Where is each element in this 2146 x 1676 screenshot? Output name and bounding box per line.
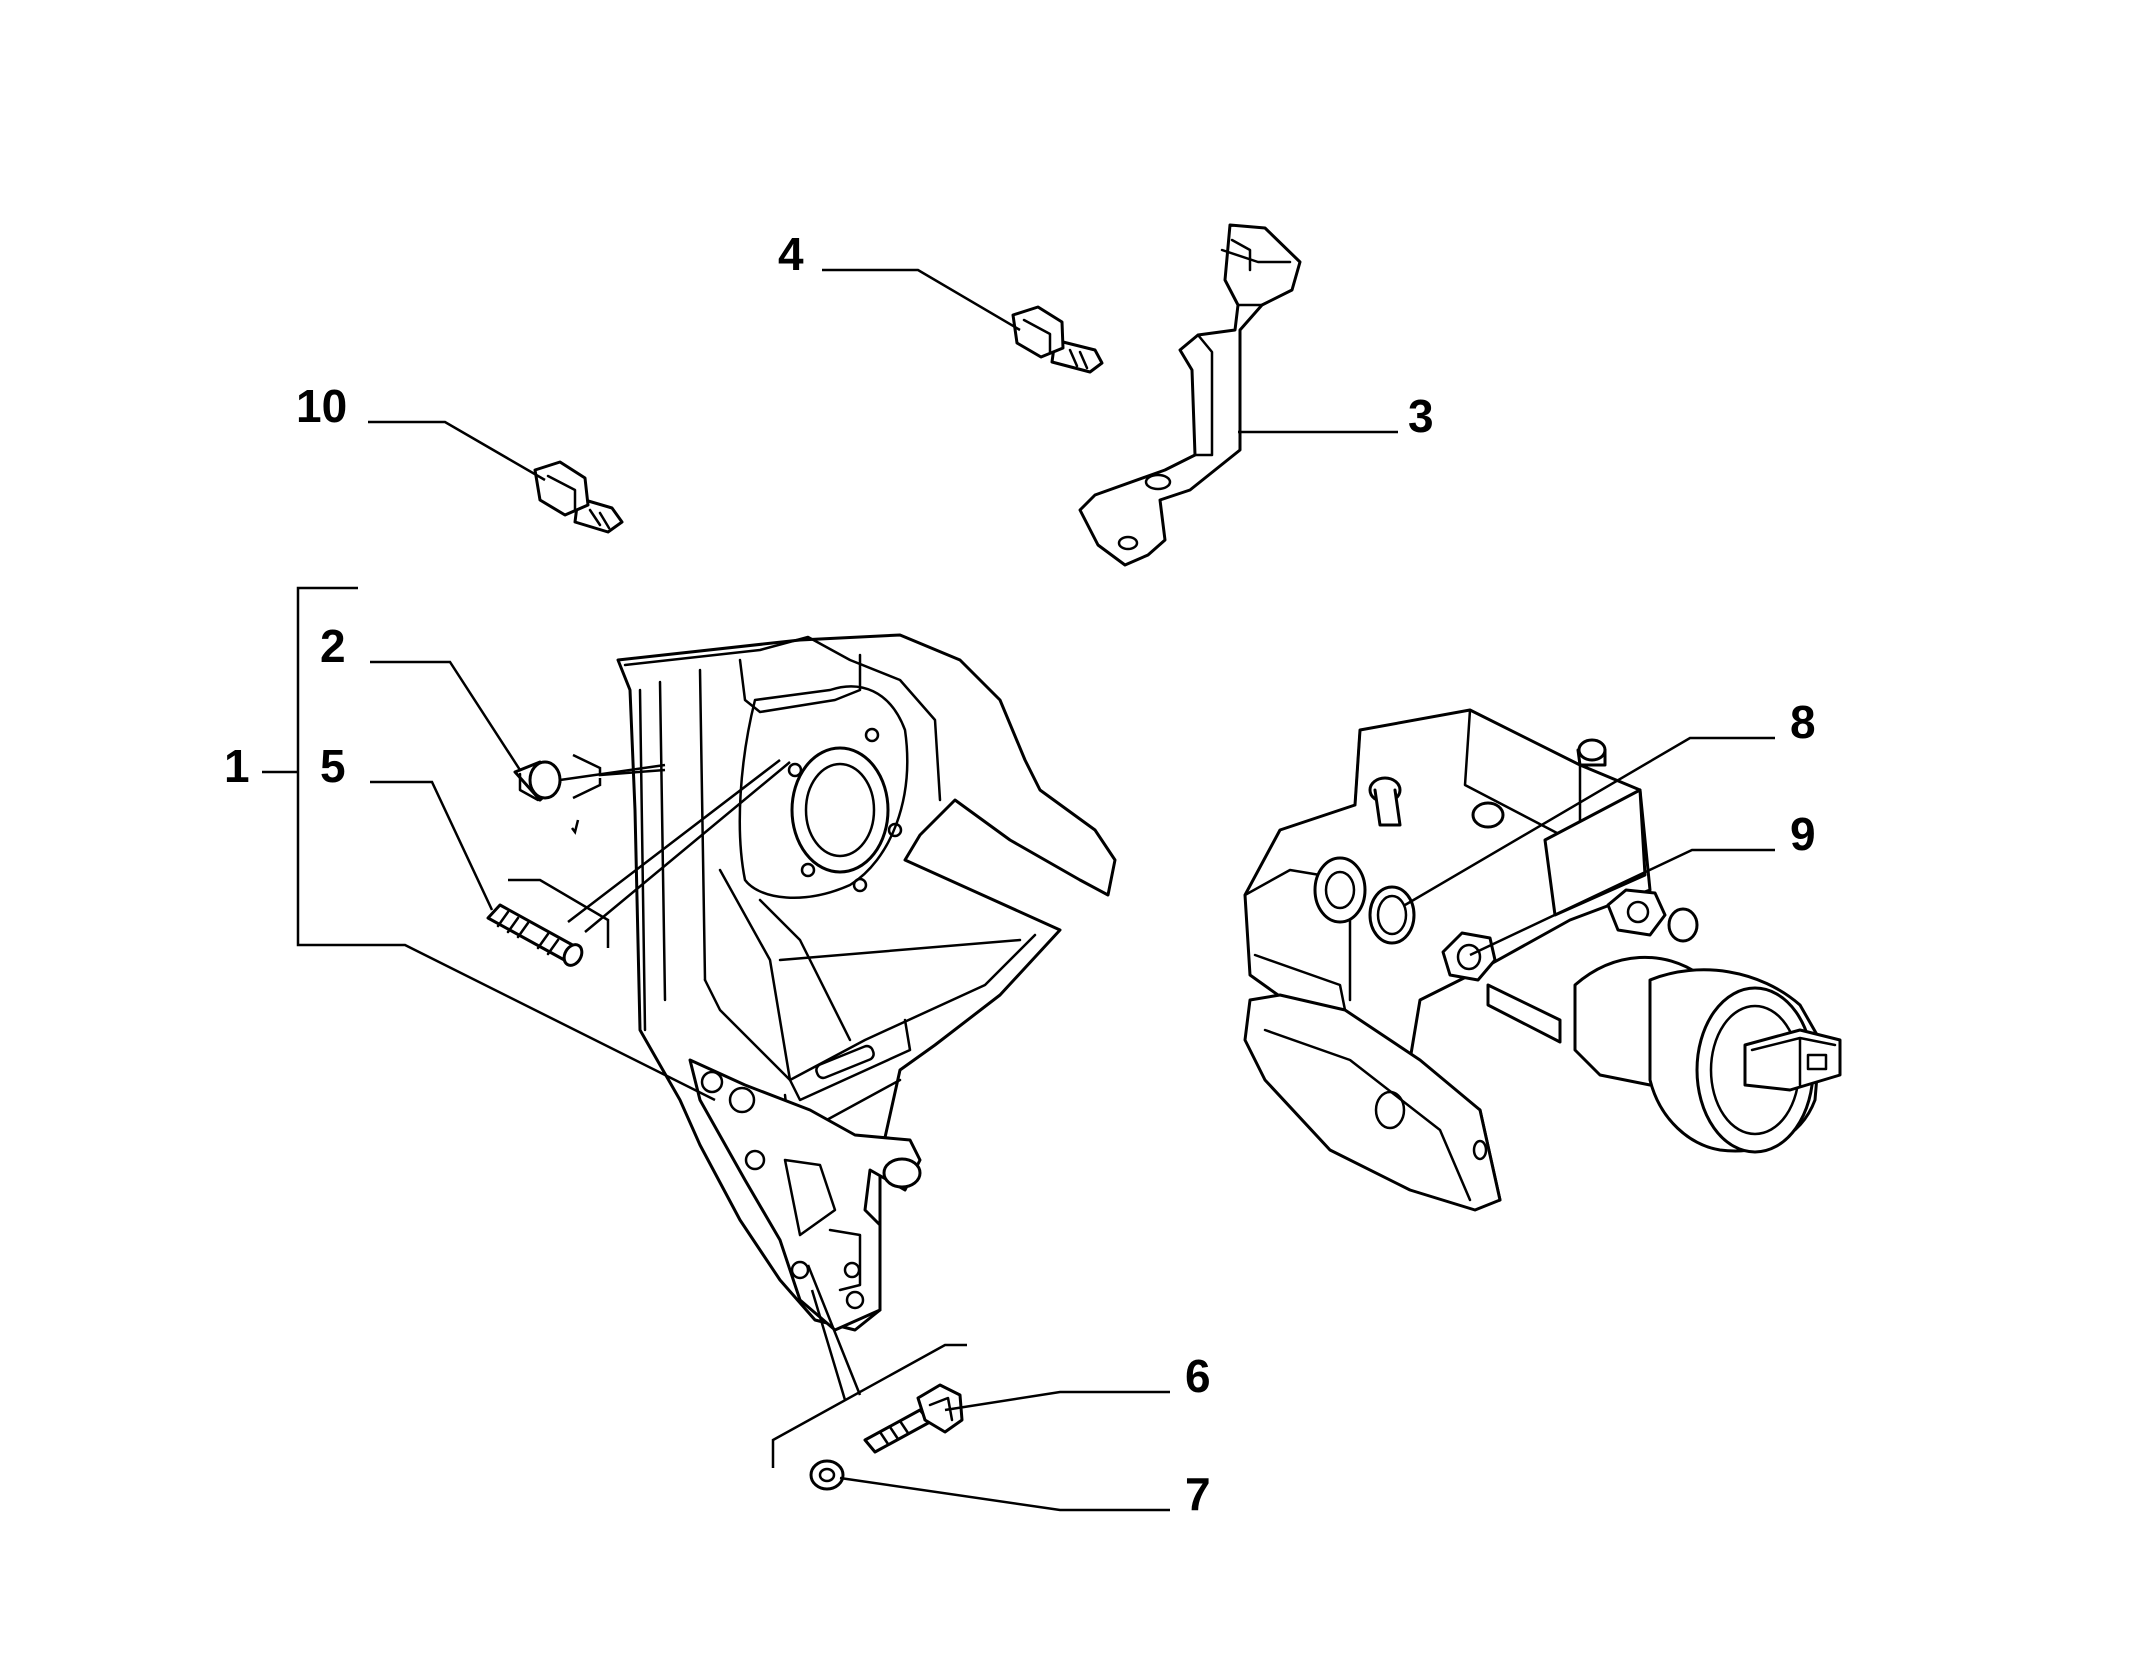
leader-6 xyxy=(944,1390,1170,1412)
part-10-bolt xyxy=(533,460,624,534)
leader-9 xyxy=(1469,848,1775,957)
callout-3: 3 xyxy=(1408,390,1434,442)
bracket-1 xyxy=(262,586,716,1102)
leader-lines xyxy=(262,268,1775,1512)
part-2-bushing xyxy=(513,760,562,802)
leader-7 xyxy=(839,1476,1170,1512)
callout-1: 1 xyxy=(224,740,250,792)
part-4-bolt xyxy=(1011,305,1104,374)
leader-10 xyxy=(368,420,546,482)
pump-assembly xyxy=(1243,708,1842,1212)
callout-4: 4 xyxy=(778,228,804,280)
part-7-washer xyxy=(809,1459,845,1491)
leader-4 xyxy=(822,268,1021,332)
callout-7: 7 xyxy=(1185,1468,1211,1520)
part-5-stud xyxy=(486,903,584,967)
callout-8: 8 xyxy=(1790,696,1816,748)
leader-8 xyxy=(1404,736,1775,907)
part-1-mounting-bracket xyxy=(616,633,1117,1332)
leader-2 xyxy=(370,660,522,771)
callout-9: 9 xyxy=(1790,808,1816,860)
callout-6: 6 xyxy=(1185,1350,1211,1402)
part-6-bolt xyxy=(863,1383,964,1454)
callout-10: 10 xyxy=(296,380,347,432)
callout-labels: 1 2 3 4 5 6 7 8 9 10 xyxy=(224,228,1816,1520)
part-3-bracket xyxy=(1078,223,1302,567)
callout-2: 2 xyxy=(320,620,346,672)
callout-5: 5 xyxy=(320,740,346,792)
leader-5 xyxy=(370,780,494,911)
